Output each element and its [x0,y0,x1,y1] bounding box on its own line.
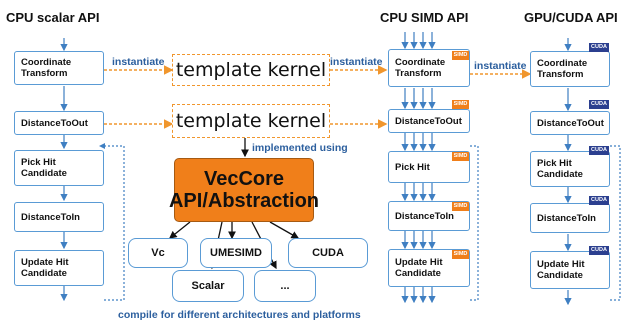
header-gpu-cuda: GPU/CUDA API [524,10,618,25]
implemented-using-label: implemented using [252,142,348,154]
compile-caption: compile for different architectures and … [118,309,361,321]
instantiate-label-middle: instantiate [330,56,383,68]
header-cpu-simd: CPU SIMD API [380,10,469,25]
simd-badge-5: SIMD [452,250,469,259]
veccore-subtitle: API/Abstraction [168,190,320,212]
cuda-pick-hit-candidate: Pick Hit Candidate [530,151,610,187]
instantiate-label-left: instantiate [112,56,165,68]
cuda-badge-1: CUDA [589,43,609,52]
veccore-title: VecCore [203,168,285,190]
cuda-distance-to-in: DistanceToIn [530,203,610,233]
scalar-arrows [60,38,125,302]
cuda-badge-4: CUDA [589,196,609,205]
instantiate-arrows [104,65,532,129]
scalar-distance-to-out: DistanceToOut [14,111,104,135]
instantiate-label-right: instantiate [474,60,527,72]
simd-arrows [401,32,479,304]
simd-distance-to-out: DistanceToOut [388,109,470,133]
backend-vc: Vc [128,238,188,268]
scalar-update-hit-candidate: Update Hit Candidate [14,250,104,286]
cuda-update-hit-candidate: Update Hit Candidate [530,251,610,289]
simd-update-hit-candidate: Update Hit Candidate [388,249,470,287]
backend-umesimd: UMESIMD [200,238,272,268]
cuda-badge-2: CUDA [589,100,609,109]
backend-cuda: CUDA [288,238,368,268]
scalar-pick-hit-candidate: Pick Hit Candidate [14,150,104,186]
cuda-badge-5: CUDA [589,246,609,255]
scalar-distance-to-in: DistanceToIn [14,202,104,232]
template-kernel-bottom: template kernel [172,104,330,138]
simd-badge-1: SIMD [452,51,469,60]
scalar-coordinate-transform: Coordinate Transform [14,51,104,85]
simd-badge-2: SIMD [452,100,469,109]
simd-badge-3: SIMD [452,152,469,161]
veccore-box: VecCore API/Abstraction [169,158,319,222]
cuda-distance-to-out: DistanceToOut [530,111,610,135]
cuda-badge-3: CUDA [589,146,609,155]
simd-badge-4: SIMD [452,202,469,211]
cuda-coordinate-transform: Coordinate Transform [530,51,610,87]
backend-more: ... [254,270,316,302]
template-kernel-top: template kernel [172,54,330,86]
cuda-arrows [564,38,621,306]
header-cpu-scalar: CPU scalar API [6,10,100,25]
backend-scalar: Scalar [172,270,244,302]
